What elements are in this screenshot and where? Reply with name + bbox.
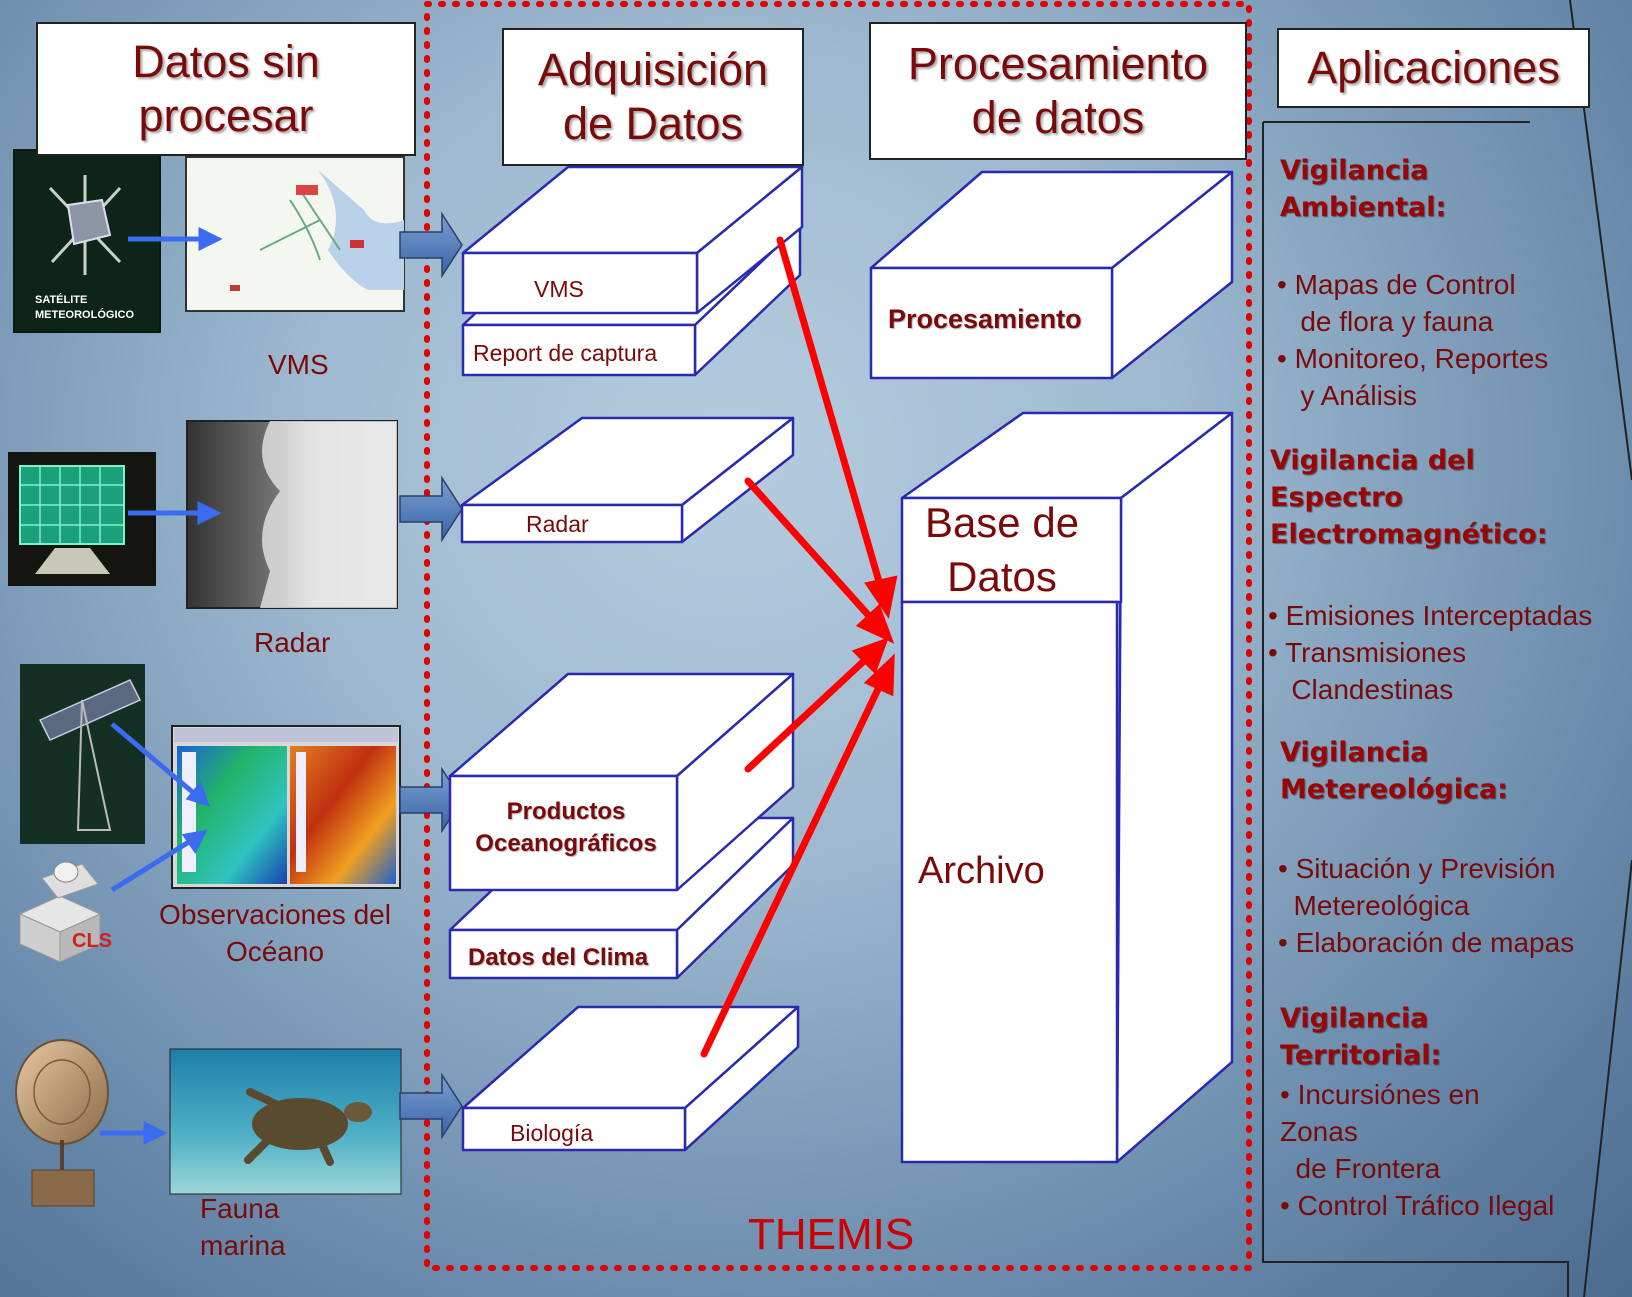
app-spectrum-title-3: Electromagnético: (1270, 519, 1548, 550)
acquisition-blocks (448, 165, 804, 1152)
app-environmental-title-2: Ambiental: (1280, 192, 1447, 223)
app-environmental-bullet-3: • Monitoreo, Reportes (1277, 343, 1549, 374)
block-biology (461, 1005, 800, 1152)
app-spectrum-bullet-1: • Emisiones Interceptadas (1268, 600, 1593, 631)
block-database-archive (900, 411, 1234, 1164)
app-meteorological-bullet-1: • Situación y Previsión (1278, 853, 1556, 884)
red-arrows (700, 236, 898, 1058)
label-database: Base de Datos (904, 496, 1100, 604)
label-procesamiento: Procesamiento (888, 304, 1082, 334)
label-vms: VMS (534, 276, 584, 302)
app-meteorological-bullet-2: Metereológica (1278, 890, 1470, 921)
header-acquisition-line2: de Datos (562, 98, 744, 149)
label-archive: Archivo (918, 850, 1045, 892)
processing-blocks (869, 170, 1234, 1164)
caption-ocean-line1: Observaciones del (159, 899, 391, 930)
caption-fauna-line2: marina (200, 1230, 286, 1261)
label-climate: Datos del Clima (468, 944, 649, 971)
meteo-satellite-image: SATÉLITE METEOROLÓGICO (13, 149, 161, 333)
app-meteorological: Vigilancia Metereológica: (1280, 734, 1508, 808)
themis-label: THEMIS (748, 1210, 915, 1259)
block-arrows (399, 211, 463, 1140)
label-biology: Biología (510, 1120, 594, 1146)
app-environmental-bullet-4: y Análisis (1277, 380, 1418, 411)
cls-label: CLS (72, 930, 112, 952)
header-applications: Aplicaciones (1277, 28, 1590, 108)
header-processing-line2: de datos (971, 92, 1145, 143)
app-meteorological-title-2: Metereológica: (1280, 774, 1508, 805)
app-territorial-title-2: Territorial: (1280, 1040, 1442, 1071)
svg-text:SATÉLITE: SATÉLITE (35, 293, 87, 306)
app-spectrum-title-1: Vigilancia del (1270, 445, 1475, 476)
radar-antenna-image (8, 452, 156, 586)
header-acquisition: Adquisición de Datos (502, 28, 804, 166)
label-ocean-products: Productos Oceanográficos (460, 796, 672, 860)
caption-radar: Radar (254, 627, 331, 658)
app-territorial-bullet-4: • Control Tráfico Ilegal (1280, 1190, 1555, 1221)
sea-turtle-image (169, 1048, 402, 1195)
app-spectrum: Vigilancia del Espectro Electromagnético… (1270, 442, 1548, 553)
app-territorial-bullet-3: de Frontera (1280, 1153, 1441, 1184)
ocean-satellite-image (20, 664, 145, 844)
cls-buildings-image (18, 861, 102, 963)
block-vms (461, 165, 804, 315)
label-database-line1: Base de (924, 499, 1080, 546)
app-environmental-bullets: • Mapas de Control de flora y fauna • Mo… (1277, 266, 1548, 414)
caption-vms: VMS (268, 349, 329, 380)
label-report-captura: Report de captura (473, 340, 658, 366)
app-spectrum-bullet-3: Clandestinas (1268, 674, 1454, 705)
app-environmental: Vigilancia Ambiental: (1280, 152, 1446, 226)
app-meteorological-title-1: Vigilancia (1280, 737, 1429, 768)
app-territorial-bullets: • Incursiónes en Zonas de Frontera • Con… (1280, 1076, 1554, 1224)
app-spectrum-title-2: Espectro (1270, 482, 1403, 513)
ground-station-image (15, 1039, 109, 1207)
header-acquisition-line1: Adquisición (537, 44, 769, 95)
app-meteorological-bullet-3: • Elaboración de mapas (1278, 927, 1575, 958)
header-raw-data-line1: Datos sin (132, 36, 320, 87)
ocean-observation-image (171, 725, 401, 889)
app-territorial-title-1: Vigilancia (1280, 1003, 1429, 1034)
block-radar (460, 416, 795, 544)
block-procesamiento (869, 170, 1234, 380)
header-raw-data: Datos sin procesar (36, 22, 416, 156)
app-environmental-title-1: Vigilancia (1280, 155, 1429, 186)
app-spectrum-bullet-2: • Transmisiones (1268, 637, 1467, 668)
caption-fauna-line1: Fauna (200, 1193, 280, 1224)
app-spectrum-bullets: • Emisiones Interceptadas • Transmisione… (1268, 597, 1592, 708)
label-ocean-products-line1: Productos (506, 798, 626, 825)
caption-ocean-line2: Océano (225, 936, 325, 967)
label-radar: Radar (526, 511, 589, 537)
app-environmental-bullet-1: • Mapas de Control (1277, 269, 1516, 300)
header-processing: Procesamiento de datos (869, 22, 1247, 160)
block-ocean-products (448, 672, 795, 892)
app-meteorological-bullets: • Situación y Previsión Metereológica • … (1278, 850, 1574, 961)
app-territorial-bullet-1: • Incursiónes en (1280, 1079, 1480, 1110)
header-applications-label: Aplicaciones (1307, 42, 1560, 93)
blue-pointer-arrows (100, 226, 223, 1146)
app-territorial: Vigilancia Territorial: (1280, 1000, 1441, 1074)
header-raw-data-line2: procesar (138, 90, 314, 141)
caption-ocean: Observaciones del Océano (142, 896, 408, 970)
svg-text:METEOROLÓGICO: METEOROLÓGICO (35, 308, 134, 321)
vms-map-image (185, 156, 405, 312)
app-territorial-bullet-2: Zonas (1280, 1116, 1358, 1147)
themis-boundary (424, 1, 1252, 1271)
header-processing-line1: Procesamiento (907, 38, 1209, 89)
label-database-line2: Datos (947, 553, 1057, 600)
app-environmental-bullet-2: de flora y fauna (1277, 306, 1494, 337)
caption-fauna: Fauna marina (200, 1190, 286, 1264)
label-ocean-products-line2: Oceanográficos (475, 830, 657, 857)
